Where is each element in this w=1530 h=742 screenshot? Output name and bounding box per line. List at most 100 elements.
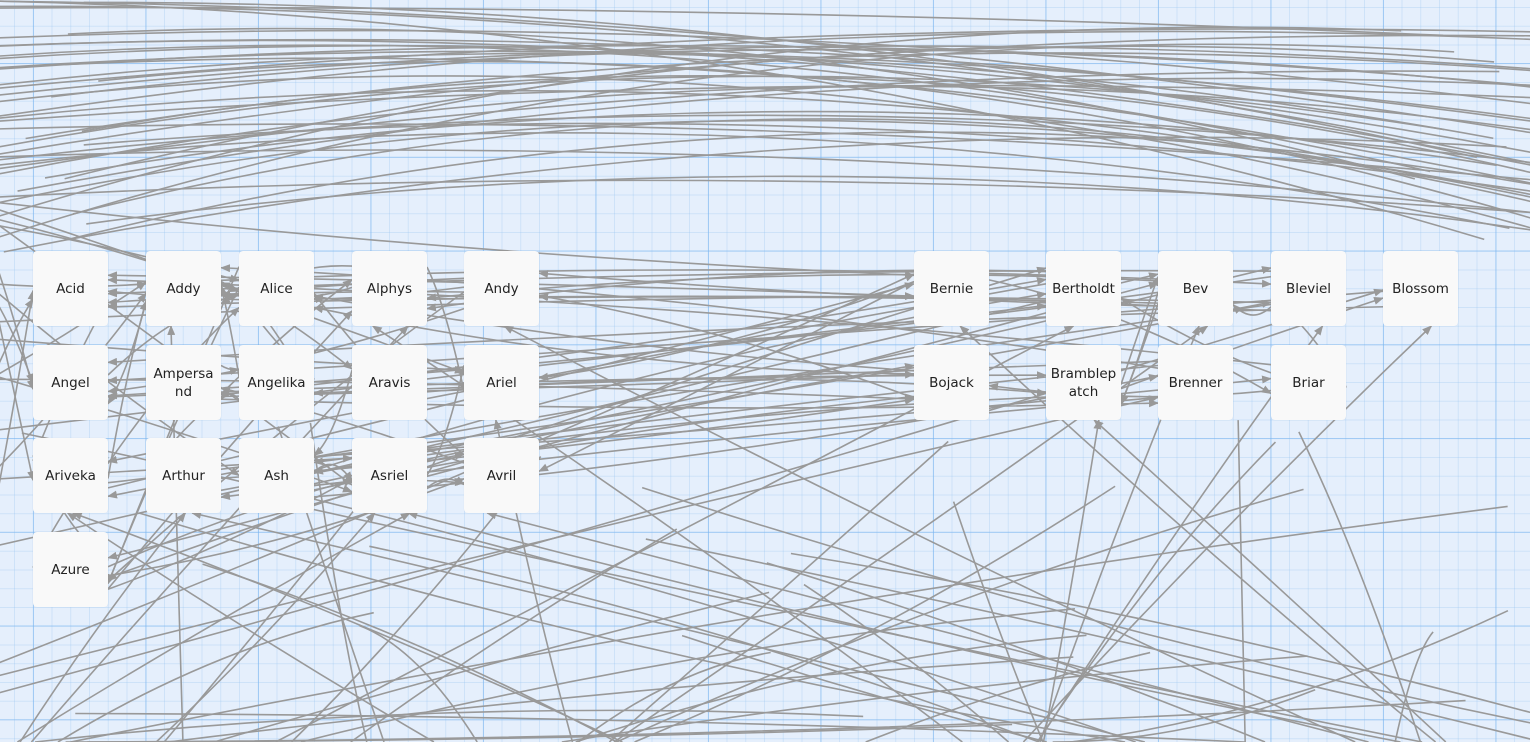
edge [952, 501, 1044, 742]
edge [988, 382, 1272, 398]
edge [220, 364, 240, 375]
edge [0, 89, 1530, 198]
node-angel[interactable]: Angel [33, 345, 108, 420]
edge [790, 552, 1530, 714]
edge [1093, 419, 1447, 742]
edge [608, 440, 949, 742]
edge [634, 485, 1116, 742]
node-ash[interactable]: Ash [239, 438, 314, 513]
edge [1036, 441, 1277, 742]
node-briar[interactable]: Briar [1271, 345, 1346, 420]
edge [139, 512, 1126, 742]
node-label: Alice [260, 280, 293, 297]
edge [988, 279, 1272, 395]
node-addy[interactable]: Addy [146, 251, 221, 326]
node-asriel[interactable]: Asriel [352, 438, 427, 513]
edge [66, 131, 1530, 241]
node-bernie[interactable]: Bernie [914, 251, 989, 326]
node-ariveka[interactable]: Ariveka [33, 438, 108, 513]
edge [0, 281, 147, 375]
node-bojack[interactable]: Bojack [914, 345, 989, 420]
node-angelika[interactable]: Angelika [239, 345, 314, 420]
edge [0, 273, 915, 664]
node-bertholdt[interactable]: Bertholdt [1046, 251, 1121, 326]
node-brenner[interactable]: Brenner [1158, 345, 1233, 420]
edge [191, 511, 1146, 742]
edge [98, 60, 1530, 219]
node-label: Ampersand [153, 365, 214, 400]
node-ariel[interactable]: Ariel [464, 345, 539, 420]
edge [107, 282, 1047, 464]
edge [0, 70, 1500, 170]
node-label: Bernie [929, 280, 974, 297]
edge [313, 360, 1159, 397]
node-bramblepatch[interactable]: Bramblepatch [1046, 345, 1121, 420]
node-label: Bojack [929, 374, 974, 391]
edge [803, 583, 1010, 742]
edge [613, 325, 1209, 742]
edge [766, 562, 1266, 742]
edge [0, 5, 1530, 164]
node-aravis[interactable]: Aravis [352, 345, 427, 420]
edge [87, 699, 1466, 742]
edge [1052, 688, 1316, 742]
node-label: Bev [1182, 280, 1209, 297]
edge [865, 651, 1151, 742]
edge [0, 30, 1530, 117]
node-bleviel[interactable]: Bleviel [1271, 251, 1346, 326]
edge [1120, 297, 1272, 374]
node-avril[interactable]: Avril [464, 438, 539, 513]
edge [0, 114, 1530, 164]
edge [0, 29, 1530, 105]
edge [0, 378, 915, 403]
edge [0, 75, 1445, 148]
edge [0, 26, 1402, 217]
node-acid[interactable]: Acid [33, 251, 108, 326]
edge [641, 486, 1530, 724]
node-arthur[interactable]: Arthur [146, 438, 221, 513]
edge [16, 512, 411, 742]
node-andy[interactable]: Andy [464, 251, 539, 326]
edge [57, 611, 374, 742]
node-label: Bramblepatch [1050, 365, 1117, 400]
node-label: Ariveka [45, 467, 96, 484]
edge [51, 48, 1530, 98]
edge [75, 712, 1245, 742]
edge [0, 50, 1530, 120]
node-label: Bertholdt [1052, 280, 1115, 297]
edge [645, 538, 1530, 740]
node-alice[interactable]: Alice [239, 251, 314, 326]
edge [0, 85, 1530, 175]
node-blossom[interactable]: Blossom [1383, 251, 1458, 326]
edge [0, 273, 35, 391]
node-alphys[interactable]: Alphys [352, 251, 427, 326]
edge [81, 75, 1530, 174]
edge [0, 45, 1530, 96]
edge [17, 77, 1530, 192]
node-label: Brenner [1168, 374, 1223, 391]
edge [0, 0, 1485, 241]
node-ampersand[interactable]: Ampersand [146, 345, 221, 420]
edge [0, 298, 34, 364]
edge [0, 292, 915, 323]
node-label: Angel [51, 374, 90, 391]
edge [83, 122, 1530, 192]
node-label: Arthur [162, 467, 205, 484]
edge [3, 136, 1507, 253]
node-azure[interactable]: Azure [33, 532, 108, 607]
node-label: Ariel [486, 374, 517, 391]
edge [0, 44, 1431, 173]
node-bev[interactable]: Bev [1158, 251, 1233, 326]
edge [0, 43, 1455, 238]
edge [371, 325, 963, 742]
edge [0, 323, 35, 482]
edge [616, 488, 1304, 742]
edge [0, 39, 1530, 166]
edge [313, 369, 353, 457]
node-label: Acid [56, 280, 85, 297]
edge [959, 325, 1437, 742]
edge [0, 28, 1530, 89]
edge [243, 493, 1423, 742]
edge [0, 75, 1530, 229]
